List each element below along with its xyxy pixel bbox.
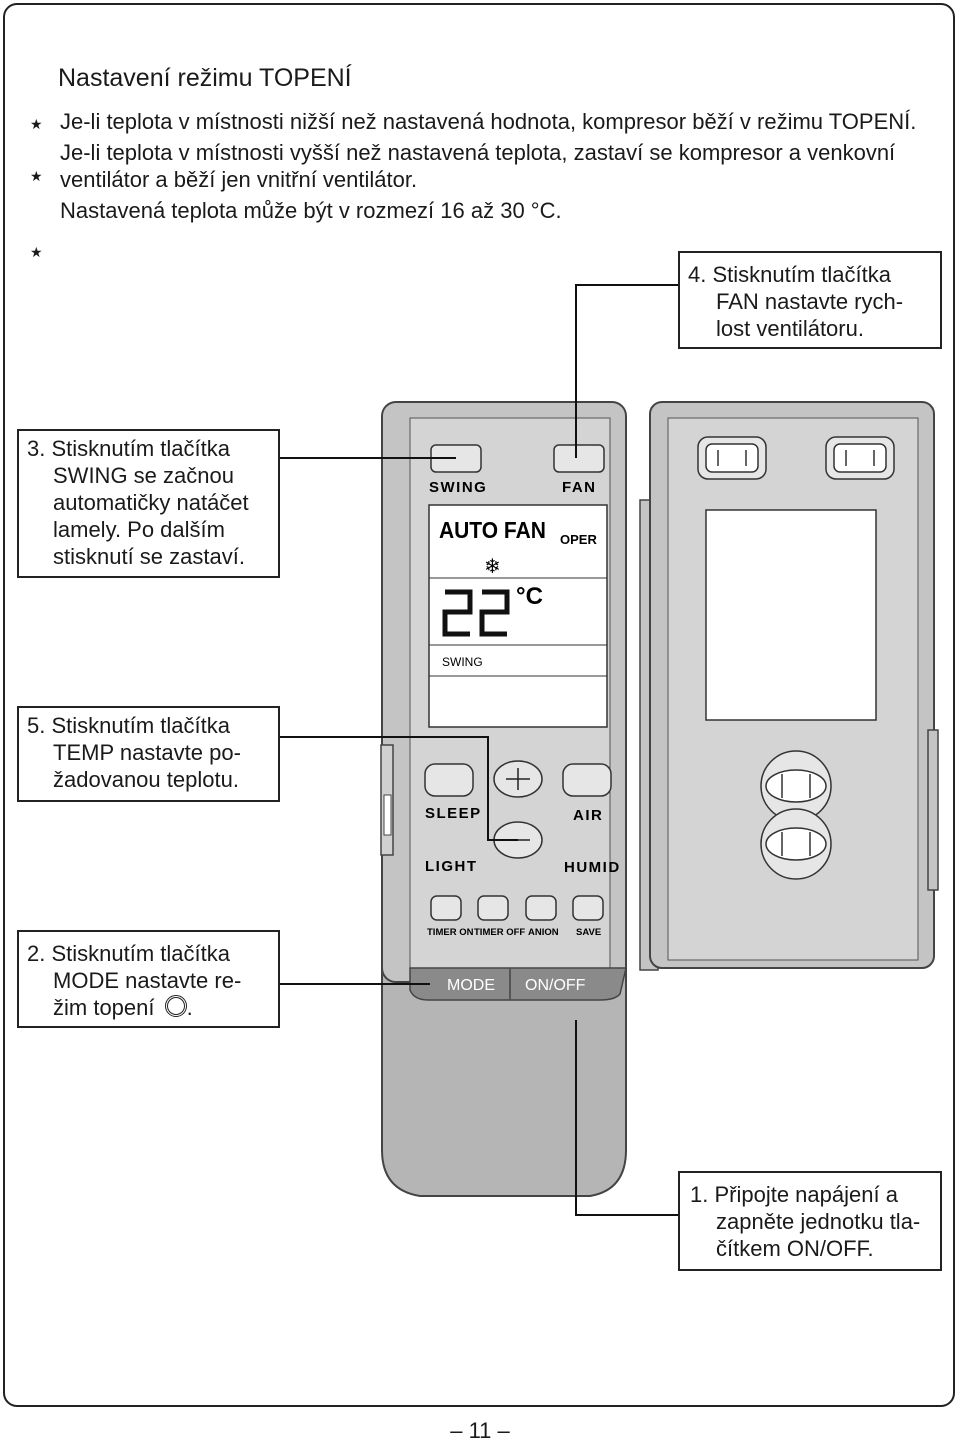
air-button[interactable] [562, 763, 612, 797]
cover-window [705, 509, 877, 721]
callout-temp: 5. Stisknutím tlačítka TEMP nastavte po-… [17, 706, 280, 802]
callout-fan-line2: FAN nastavte rych- [716, 289, 904, 314]
callout-onoff-line1: 1. Připojte napájení a [690, 1182, 898, 1207]
plus-icon [506, 768, 530, 790]
callout-onoff-line2: zapněte jednotku tla- [716, 1209, 921, 1234]
callout-temp-line2: TEMP nastavte po- [53, 740, 241, 765]
callout-mode: 2. Stisknutím tlačítka MODE nastavte re-… [17, 930, 280, 1028]
sun-icon [164, 995, 187, 1017]
remote-handle [381, 967, 627, 1197]
mode-label: MODE [447, 977, 495, 994]
timer-off-button[interactable] [477, 895, 509, 921]
callout-onoff-line3: čítkem ON/OFF. [716, 1236, 874, 1261]
save-label: SAVE [576, 927, 601, 938]
lcd-mode: AUTO FAN [439, 517, 546, 543]
callout-mode-line2: MODE nastavte re- [53, 968, 242, 993]
callout-mode-line3-end: . [186, 995, 193, 1020]
mode-onoff-bar [409, 967, 627, 1001]
callout-swing-line3: automatičky natáčet [53, 490, 249, 515]
sleep-button[interactable] [424, 763, 474, 797]
timer-on-label: TIMER ON [427, 927, 474, 938]
page-title: Nastavení režimu TOPENÍ [58, 64, 352, 92]
snowflake-icon: ❄ [484, 556, 501, 578]
bullet-2: Je-li teplota v místnosti vyšší než nast… [60, 140, 896, 192]
callout-fan-line1: 4. Stisknutím tlačítka [688, 262, 891, 287]
bullet-list: Je-li teplota v místnosti nižší než nast… [60, 108, 920, 228]
callout-onoff: 1. Připojte napájení a zapněte jednotku … [678, 1171, 942, 1271]
timer-off-label: TIMER OFF [474, 927, 525, 938]
swing-label: SWING [429, 479, 487, 496]
save-button[interactable] [572, 895, 604, 921]
callout-temp-line1: 5. Stisknutím tlačítka [27, 713, 230, 738]
callout-mode-line1: 2. Stisknutím tlačítka [27, 941, 230, 966]
callout-swing-line2: SWING se začnou [53, 463, 234, 488]
callout-mode-line3: žim topení . [53, 994, 268, 1021]
fan-label: FAN [562, 479, 597, 496]
callout-swing-line5: stisknutí se zastaví. [53, 544, 245, 569]
leader-lines [280, 284, 678, 1216]
lcd-swing: SWING [442, 655, 483, 669]
callout-temp-line3: žadovanou teplotu. [53, 767, 239, 792]
callout-swing: 3. Stisknutím tlačítka SWING se začnou a… [17, 429, 280, 578]
cover-button-left[interactable] [697, 436, 767, 480]
bullet-1: Je-li teplota v místnosti nižší než nast… [60, 109, 917, 134]
anion-button[interactable] [525, 895, 557, 921]
callout-fan: 4. Stisknutím tlačítka FAN nastavte rych… [678, 251, 942, 349]
sleep-label: SLEEP [425, 805, 482, 822]
cover-round-button-bottom[interactable] [760, 808, 832, 880]
bullet-star-icon: ★ [30, 116, 43, 132]
callout-fan-line3: lost ventilátoru. [716, 316, 864, 341]
bullet-star-icon: ★ [30, 168, 43, 184]
callout-mode-line3-text: žim topení [53, 995, 155, 1020]
bullet-star-icon: ★ [30, 244, 43, 260]
page-number: – 11 – [450, 1418, 510, 1443]
timer-on-button[interactable] [430, 895, 462, 921]
light-label: LIGHT [425, 858, 478, 875]
lcd-unit: °C [516, 583, 543, 610]
fan-button[interactable] [553, 444, 605, 473]
anion-label: ANION [528, 927, 559, 938]
lcd-display [428, 504, 608, 728]
callout-swing-line4: lamely. Po dalším [53, 517, 225, 542]
cover-round-button-top[interactable] [760, 750, 832, 822]
humid-label: HUMID [564, 859, 621, 876]
cover-button-right[interactable] [825, 436, 895, 480]
onoff-label: ON/OFF [525, 977, 586, 994]
air-label: AIR [573, 807, 603, 824]
bullet-3: Nastavená teplota může být v rozmezí 16 … [60, 198, 562, 223]
lcd-temperature [442, 589, 510, 637]
page-frame [3, 3, 955, 1407]
callout-swing-line1: 3. Stisknutím tlačítka [27, 436, 230, 461]
lcd-oper: OPER [560, 532, 597, 547]
